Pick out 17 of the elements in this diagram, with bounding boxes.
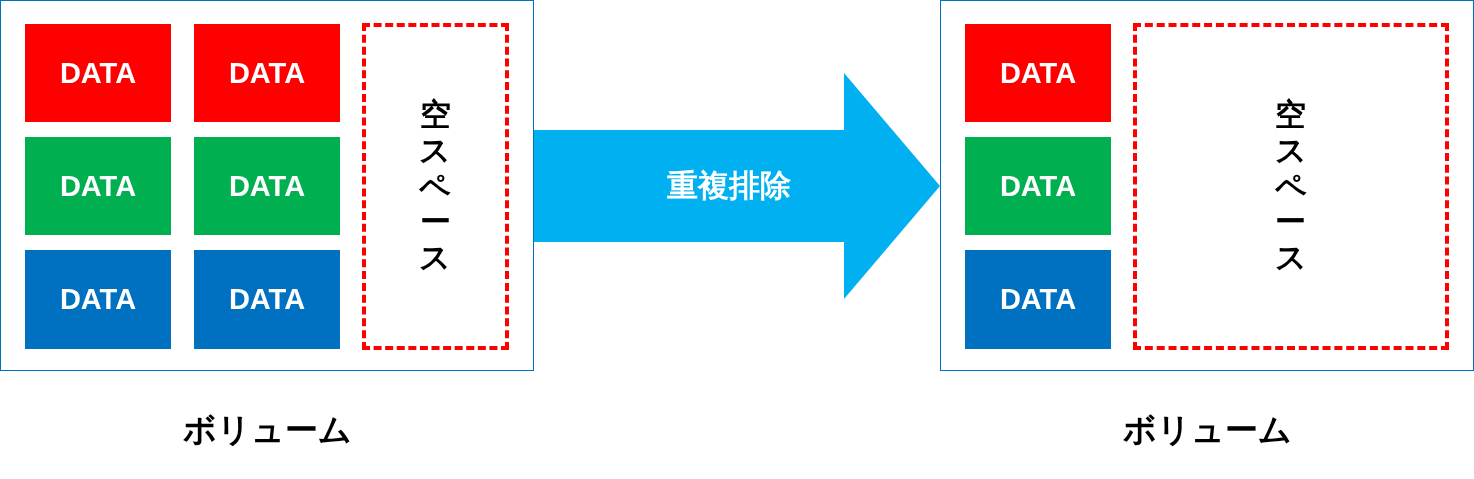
data-block: DATA (25, 137, 171, 235)
free-space-box (1133, 23, 1449, 350)
data-block: DATA (965, 250, 1111, 349)
edge-label: 重複排除 (667, 166, 791, 205)
data-block: DATA (194, 24, 340, 122)
data-block: DATA (965, 24, 1111, 122)
data-block: DATA (965, 137, 1111, 235)
volume-caption: ボリューム (182, 410, 352, 449)
free-space-box (362, 23, 509, 350)
free-space-label: 空スペース (1274, 97, 1308, 276)
block-arrow (534, 73, 940, 299)
free-space-label: 空スペース (419, 97, 452, 276)
data-block: DATA (194, 137, 340, 235)
data-block: DATA (25, 24, 171, 122)
data-block: DATA (25, 250, 171, 349)
volume-caption: ボリューム (1122, 410, 1292, 449)
data-block: DATA (194, 250, 340, 349)
